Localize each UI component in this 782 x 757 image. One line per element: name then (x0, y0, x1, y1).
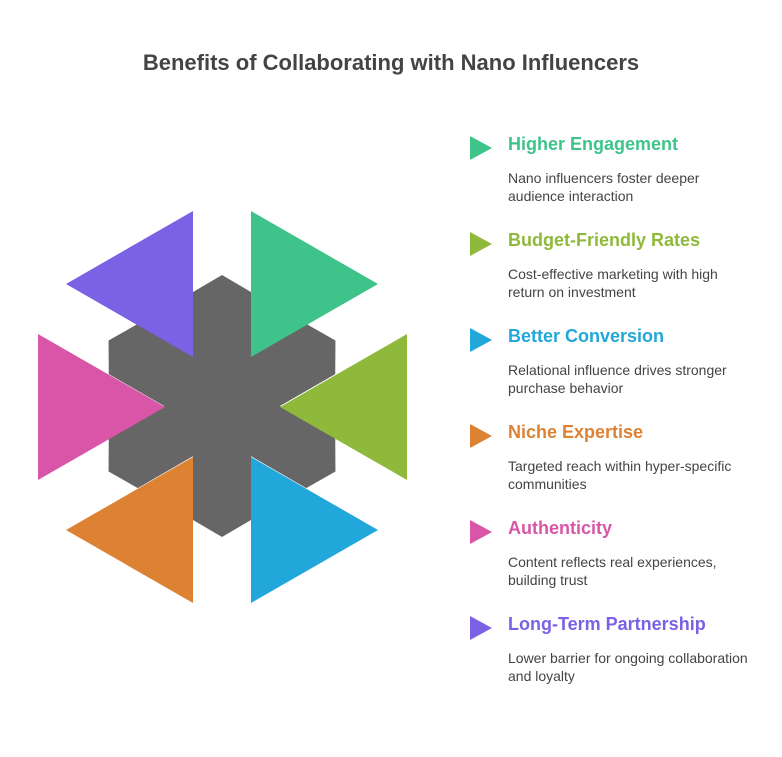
triangle-right-icon (470, 520, 492, 544)
benefit-description: Relational influence drives stronger pur… (508, 362, 727, 396)
benefit-heading: Better Conversion (508, 326, 665, 346)
benefit-description: Lower barrier for ongoing collaboration … (508, 650, 748, 684)
triangle-budget-friendly-rates (280, 334, 407, 480)
triangle-niche-expertise (66, 457, 193, 603)
benefit-description: Targeted reach within hyper-specific com… (508, 458, 732, 492)
triangle-right-icon (470, 136, 492, 160)
center-asterisk (108, 275, 336, 537)
triangle-right-icon (470, 424, 492, 448)
triangle-long-term-partnership (66, 211, 193, 357)
asterisk-diagram (38, 211, 407, 603)
triangle-right-icon (470, 616, 492, 640)
benefit-heading: Long-Term Partnership (508, 614, 706, 634)
triangle-right-icon (470, 232, 492, 256)
benefit-heading: Higher Engagement (508, 134, 679, 154)
benefit-description: Cost-effective marketing with high retur… (508, 266, 718, 300)
benefit-description: Nano influencers foster deeper audience … (508, 170, 700, 204)
benefit-heading: Niche Expertise (508, 422, 644, 442)
benefit-heading: Budget-Friendly Rates (508, 230, 701, 250)
triangle-higher-engagement (251, 211, 378, 357)
page-title: Benefits of Collaborating with Nano Infl… (142, 50, 640, 75)
triangle-better-conversion (251, 457, 378, 603)
benefit-description: Content reflects real experiences, build… (508, 554, 717, 588)
triangle-right-icon (470, 328, 492, 352)
asterisk-arm-diagonal-b (108, 323, 336, 489)
triangle-authenticity (38, 334, 165, 480)
benefit-heading: Authenticity (508, 518, 613, 538)
